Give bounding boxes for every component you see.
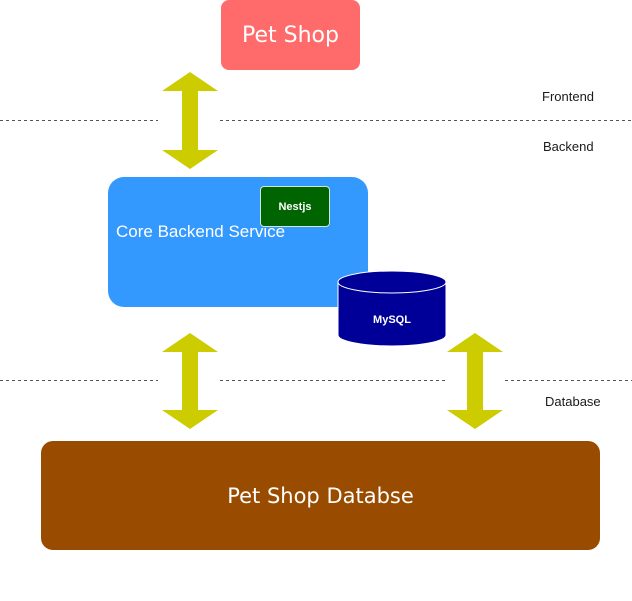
arrow-frontend-backend <box>162 72 218 169</box>
zone-label-database: Database <box>545 394 601 409</box>
nestjs-label: Nestjs <box>278 200 312 213</box>
arrow-backend-database <box>162 333 218 429</box>
zone-label-backend: Backend <box>543 139 594 154</box>
zone-label-frontend: Frontend <box>542 89 595 104</box>
pet-shop-node: Pet Shop <box>221 0 360 70</box>
nestjs-badge: Nestjs <box>260 186 330 227</box>
mysql-label: MySQL <box>373 314 411 326</box>
pet-shop-label: Pet Shop <box>242 22 339 48</box>
arrow-mysql-database <box>447 333 503 429</box>
database-node: Pet Shop Databse <box>41 441 600 550</box>
database-label: Pet Shop Databse <box>227 483 414 508</box>
core-backend-label: Core Backend Service <box>116 222 286 241</box>
